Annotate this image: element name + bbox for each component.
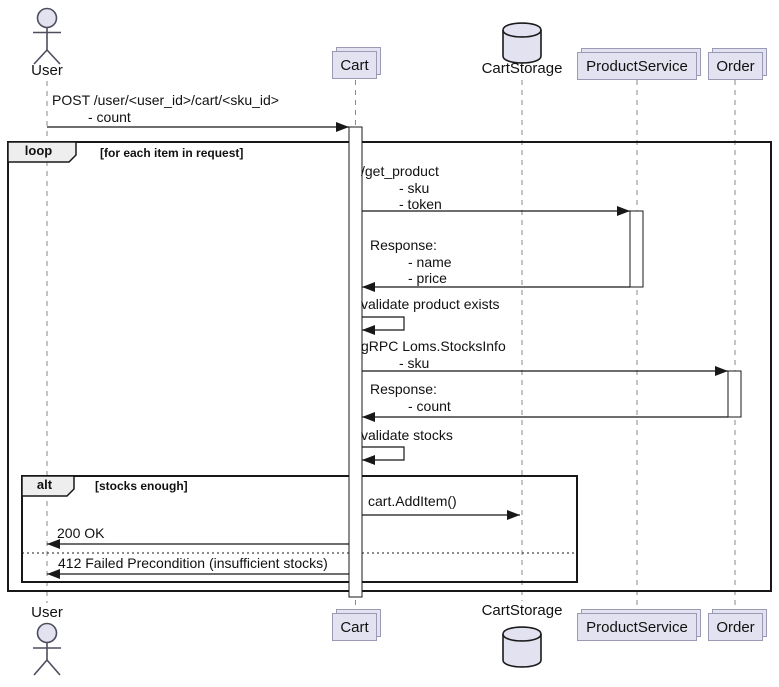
- participant-cart-top: Cart: [332, 47, 381, 79]
- msg-post-user-cart: POST /user/<user_id>/cart/<sku_id>: [52, 92, 279, 108]
- msg-stocks-info: - sku: [399, 355, 430, 371]
- alt-frame-border: [21, 475, 578, 583]
- collections-front-box: Order: [708, 52, 763, 80]
- participant-cartstorage-bottom: CartStorage: [481, 602, 563, 619]
- participant-user-top: User: [31, 62, 63, 79]
- collections-front-box: Cart: [332, 613, 377, 641]
- loop-frame: [7, 141, 772, 592]
- msg-get-product: - token: [399, 196, 442, 212]
- msg-get-product: - sku: [399, 180, 430, 196]
- alt-guard-label: [stocks enough]: [95, 479, 188, 493]
- actor-icon-top: [33, 7, 61, 65]
- participant-order-bottom: Order: [708, 609, 767, 641]
- participant-cart-label: Cart: [340, 56, 369, 74]
- activation-order: [727, 370, 742, 418]
- participant-order-top: Order: [708, 48, 767, 80]
- collections-front-box: ProductService: [577, 613, 697, 641]
- alt-operator-label: alt: [36, 477, 53, 492]
- participant-order-label: Order: [716, 57, 755, 75]
- arrow-self-validate-product: [362, 316, 405, 335]
- msg-stocks-response: - count: [408, 398, 451, 414]
- participant-productservice-label: ProductService: [586, 57, 688, 75]
- activation-productservice: [629, 210, 644, 288]
- msg-412-failed: 412 Failed Precondition (insufficient st…: [58, 555, 328, 571]
- collections-front-box: Cart: [332, 51, 377, 79]
- participant-productservice-bottom: ProductService: [577, 609, 701, 641]
- alt-frame: [21, 475, 578, 583]
- message-arrows: [47, 122, 728, 579]
- msg-stocks-response: Response:: [370, 381, 437, 397]
- activations: [348, 126, 742, 598]
- database-icon-top: [502, 22, 542, 64]
- msg-post-user-cart: - count: [88, 109, 131, 125]
- loop-operator-label: loop: [24, 143, 53, 158]
- msg-validate-stocks: validate stocks: [361, 427, 453, 443]
- participant-user-bottom: User: [31, 604, 63, 621]
- database-icon-bottom: [502, 626, 542, 668]
- msg-product-response: - name: [408, 254, 452, 270]
- msg-validate-product: validate product exists: [361, 296, 500, 312]
- activation-cart: [348, 126, 363, 598]
- msg-product-response: - price: [408, 270, 447, 286]
- loop-operator-pentagon: [7, 141, 77, 163]
- actor-icon-bottom: [33, 622, 61, 676]
- loop-frame-border: [7, 141, 772, 592]
- participant-cart-label: Cart: [340, 618, 369, 636]
- participant-cartstorage-top: CartStorage: [481, 60, 563, 77]
- loop-guard-label: [for each item in request]: [100, 146, 244, 160]
- participant-cart-bottom: Cart: [332, 609, 381, 641]
- msg-product-response: Response:: [370, 237, 437, 253]
- msg-stocks-info: gRPC Loms.StocksInfo: [361, 338, 506, 354]
- arrow-self-validate-stocks: [362, 446, 405, 465]
- alt-operator-pentagon: [21, 475, 75, 497]
- msg-200-ok: 200 OK: [57, 525, 105, 541]
- participant-order-label: Order: [716, 618, 755, 636]
- participant-productservice-top: ProductService: [577, 48, 701, 80]
- msg-add-item: cart.AddItem(): [368, 493, 457, 509]
- collections-front-box: Order: [708, 613, 763, 641]
- collections-front-box: ProductService: [577, 52, 697, 80]
- msg-get-product: /get_product: [361, 163, 439, 179]
- participant-productservice-label: ProductService: [586, 618, 688, 636]
